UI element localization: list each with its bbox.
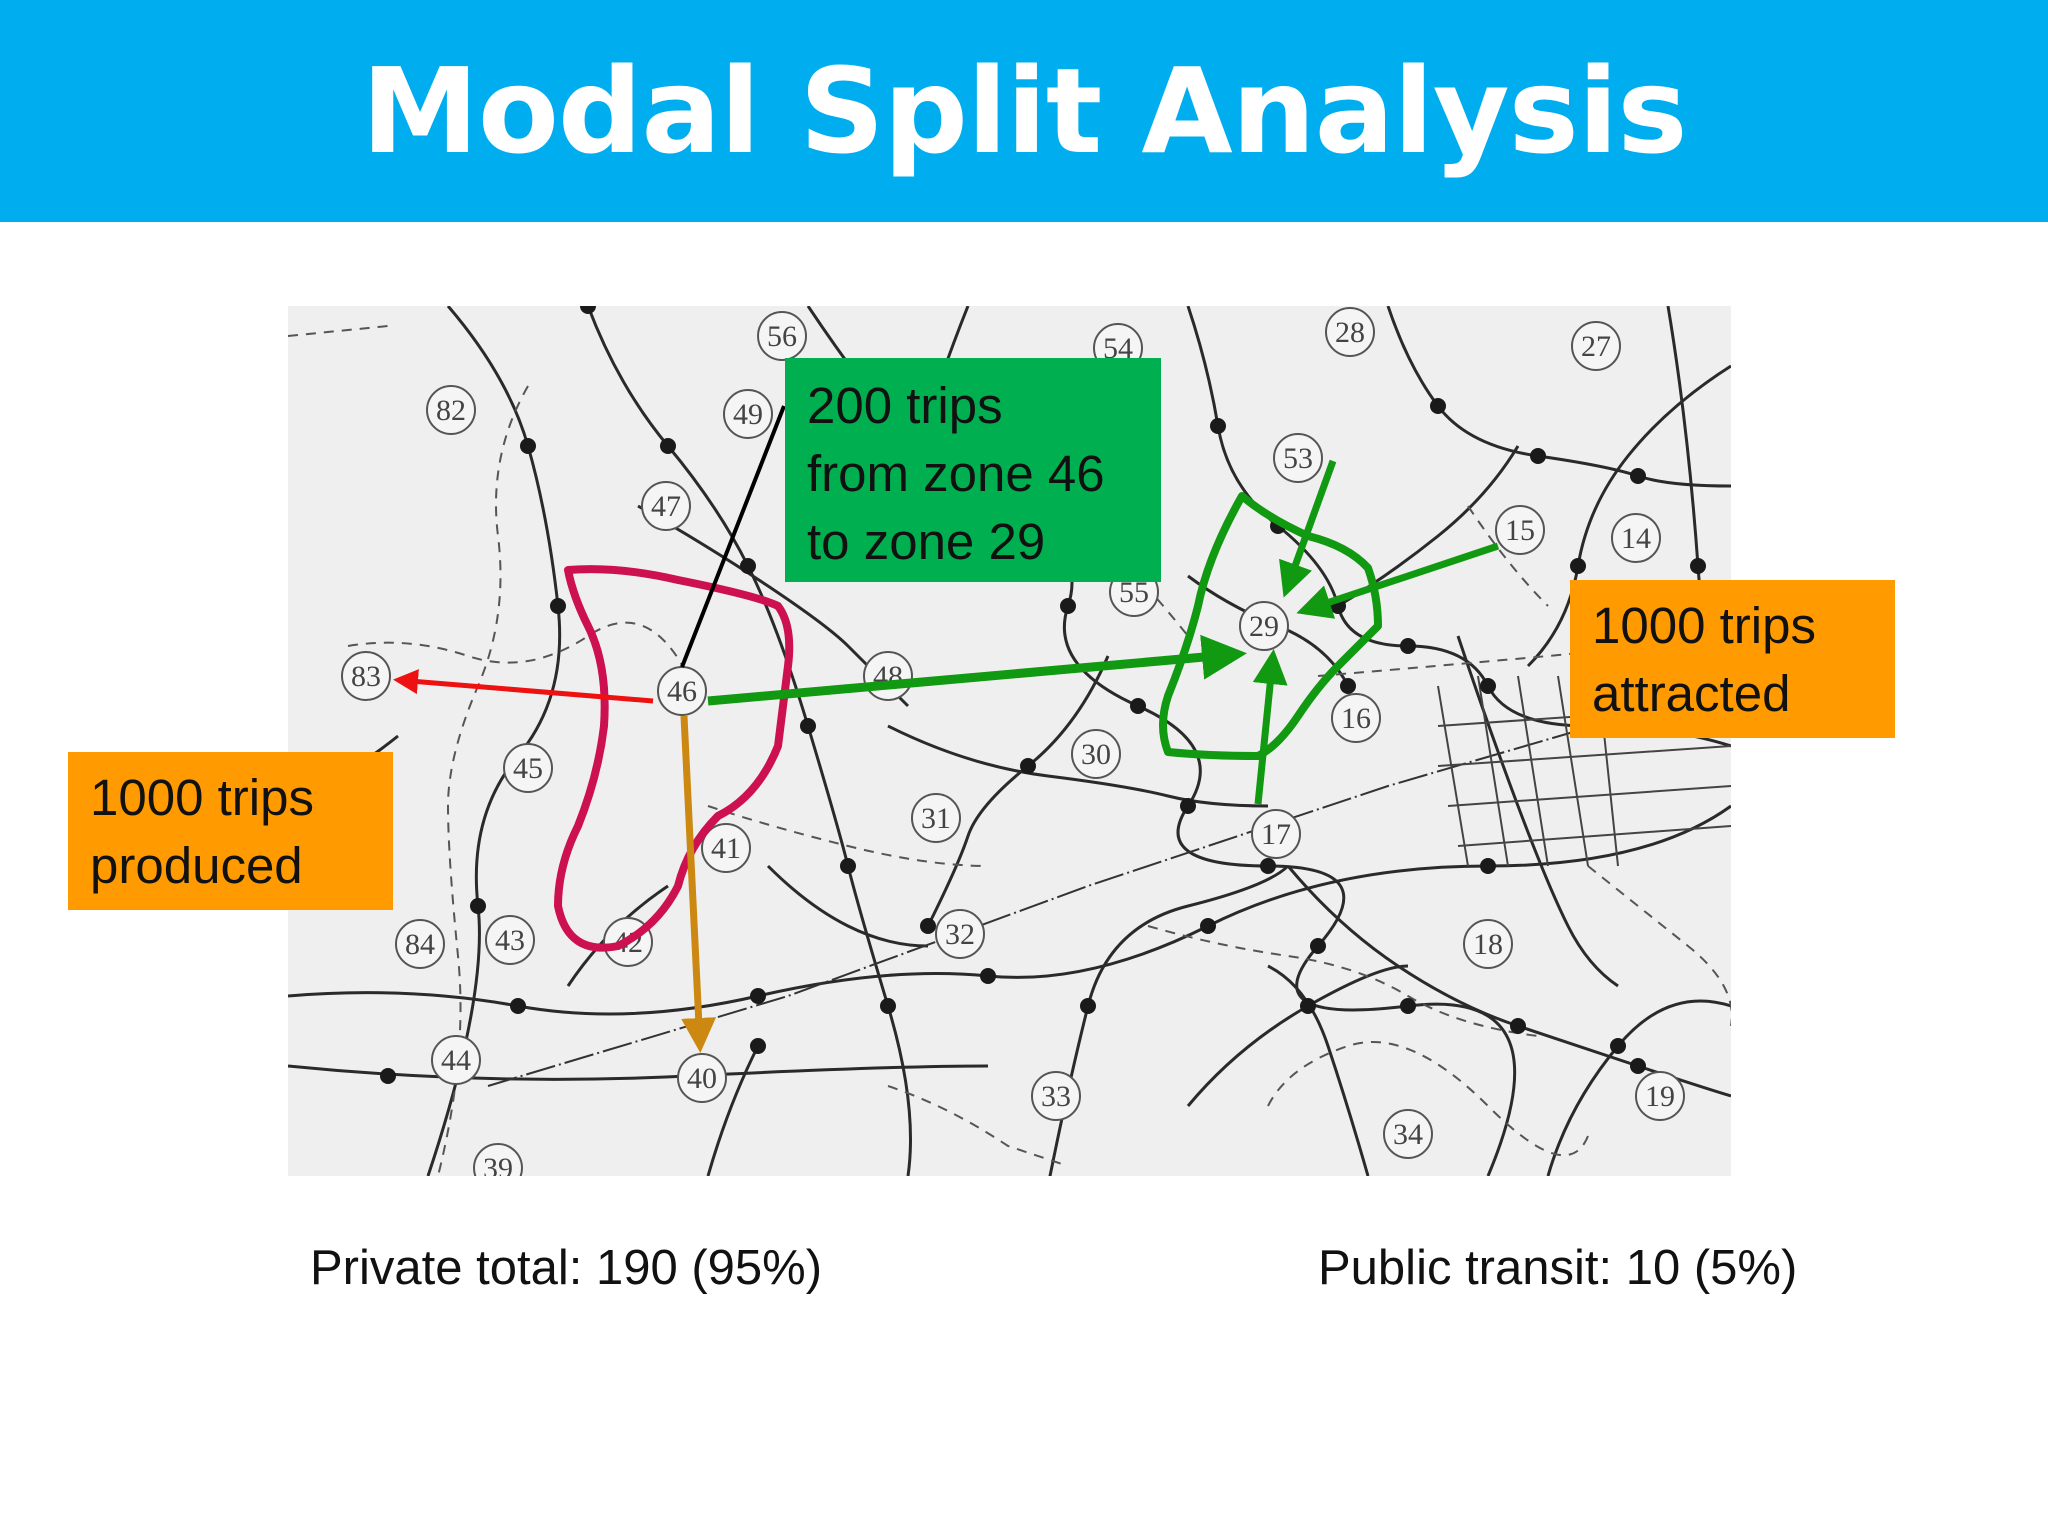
zone-label: 19: [1645, 1080, 1675, 1113]
od-trips-callout: 200 trips from zone 46 to zone 29: [785, 358, 1161, 582]
zone-label: 56: [767, 320, 797, 353]
green-arrow-from-53: [1279, 459, 1337, 598]
callout-line: from zone 46: [807, 445, 1105, 502]
callout-line: to zone 29: [807, 513, 1046, 570]
zone-label: 47: [651, 490, 681, 523]
zone-label: 83: [351, 660, 381, 693]
origin-zone-outline: [554, 565, 794, 952]
zone-label: 49: [733, 398, 763, 431]
zone-label: 17: [1261, 818, 1291, 851]
public-transit-text: Public transit: 10 (5%): [1318, 1241, 1798, 1295]
zone-label: 39: [483, 1152, 513, 1176]
zone-label: 46: [667, 675, 697, 708]
network-nodes: [380, 306, 1706, 1084]
callout-line: 200 trips: [807, 377, 1003, 434]
private-total-text: Private total: 190 (95%): [310, 1241, 823, 1295]
title-bar: Modal Split Analysis: [0, 0, 2048, 222]
zone-label: 28: [1335, 316, 1365, 349]
callout-line: 1000 trips: [1592, 597, 1816, 654]
zone-label: 41: [711, 832, 741, 865]
callout-pointer-line: [680, 405, 786, 668]
zone-label: 30: [1081, 738, 1111, 771]
zone-label: 15: [1505, 514, 1535, 547]
callout-line: attracted: [1592, 665, 1791, 722]
callout-line: produced: [90, 837, 303, 894]
zone-label: 45: [513, 752, 543, 785]
callout-line: 1000 trips: [90, 769, 314, 826]
zone-label: 53: [1283, 442, 1313, 475]
zone-label: 18: [1473, 928, 1503, 961]
red-arrow: [393, 669, 654, 704]
slide-title: Modal Split Analysis: [361, 42, 1687, 180]
zone-label: 44: [441, 1044, 471, 1077]
trips-produced-callout: 1000 trips produced: [68, 752, 393, 910]
zone-label: 82: [436, 394, 466, 427]
destination-zone-outline: [1159, 492, 1382, 760]
trips-attracted-callout: 1000 trips attracted: [1570, 580, 1895, 738]
zone-label: 32: [945, 918, 975, 951]
zone-label: 43: [495, 924, 525, 957]
zone-label: 34: [1393, 1118, 1423, 1151]
green-arrow-from-17: [1252, 649, 1288, 805]
zone-label: 84: [405, 928, 435, 961]
zone-label: 40: [687, 1062, 717, 1095]
green-arrow-from-15: [1296, 542, 1500, 619]
zone-label: 29: [1249, 610, 1279, 643]
zone-label: 31: [921, 802, 951, 835]
orange-arrow: [680, 715, 717, 1053]
zone-label: 14: [1621, 522, 1651, 555]
zone-label: 16: [1341, 702, 1371, 735]
zone-label: 33: [1041, 1080, 1071, 1113]
zone-markers: 82 56 49 47 28 27 53 15 14 55 29 16 83 4…: [341, 307, 1685, 1176]
main-green-arrow: [707, 634, 1247, 706]
zone-label: 27: [1581, 330, 1611, 363]
